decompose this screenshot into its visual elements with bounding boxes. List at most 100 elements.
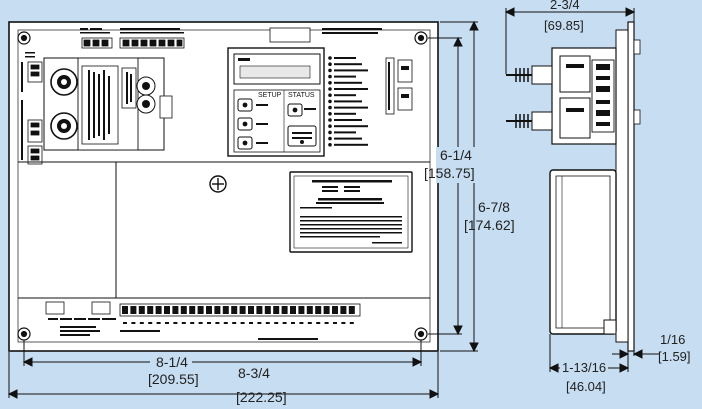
dim-overall-width-in: 8-3/4	[238, 365, 270, 381]
status-led-label-3	[334, 69, 368, 72]
terminal-number-11	[207, 322, 211, 324]
terminal-19	[273, 306, 280, 314]
terminal-number-12	[215, 322, 220, 324]
status-led-14	[328, 136, 332, 141]
status-led-13	[328, 130, 332, 135]
terminal-number-18	[265, 322, 270, 324]
terminal-4	[147, 306, 154, 314]
terminal-11	[206, 306, 212, 314]
dim-depth-in: 2-3/4	[550, 0, 580, 12]
status-led-10	[328, 112, 332, 116]
terminal-number-25	[324, 322, 329, 324]
terminal-12	[214, 306, 221, 314]
terminal-number-15	[240, 322, 245, 324]
terminal-number-16	[249, 322, 253, 324]
status-led-label-4	[334, 75, 356, 78]
panel-screw	[209, 175, 227, 193]
terminal-15	[239, 306, 246, 314]
terminal-7	[172, 306, 179, 314]
status-led-9	[328, 105, 332, 110]
terminal-2	[130, 306, 137, 314]
terminal-block	[122, 306, 355, 324]
side-fuse-caps	[531, 65, 553, 131]
dim-base-in: 1-13/16	[562, 360, 606, 375]
side-mounting-plate	[627, 21, 635, 352]
terminal-9	[189, 306, 196, 314]
dim-plate-in: 1/16	[660, 332, 685, 347]
terminal-number-13	[223, 322, 228, 324]
status-led-label-11	[334, 119, 362, 121]
dim-base-mm: [46.04]	[566, 379, 606, 394]
terminal-13	[222, 306, 229, 314]
dim-mounting-width-in: 8-1/4	[156, 354, 188, 370]
display-panel: SETUP STATUS	[227, 47, 325, 157]
front-dimensions	[7, 20, 479, 399]
terminal-number-1	[123, 322, 127, 324]
terminal-23	[306, 306, 313, 314]
terminal-number-26	[333, 322, 337, 324]
mounting-holes	[17, 31, 428, 341]
status-led-label-15	[334, 143, 368, 146]
terminal-26	[332, 306, 338, 314]
side-lower-housing	[549, 169, 617, 335]
terminal-1	[122, 306, 128, 314]
status-led-3	[328, 68, 332, 73]
front-view: SETUP STATUS	[8, 21, 439, 352]
terminal-number-2	[131, 322, 136, 324]
terminal-number-27	[341, 322, 346, 324]
status-led-2	[328, 62, 332, 66]
terminal-8	[180, 306, 187, 314]
terminal-number-22	[299, 322, 304, 324]
terminal-number-8	[181, 322, 186, 324]
side-view	[506, 21, 641, 352]
terminal-number-28	[349, 322, 354, 324]
terminal-number-24	[316, 322, 321, 324]
dim-mounting-height-mm: [158.75]	[424, 165, 475, 181]
status-led-1	[328, 56, 332, 60]
terminal-17	[256, 306, 263, 314]
terminal-25	[323, 306, 330, 314]
status-led-8	[328, 99, 332, 104]
terminal-number-5	[156, 322, 161, 324]
terminal-20	[281, 306, 288, 314]
terminal-number-19	[274, 322, 279, 324]
status-led-6	[328, 87, 332, 91]
terminal-number-20	[282, 322, 287, 324]
terminal-number-9	[190, 322, 195, 324]
status-led-15	[328, 143, 332, 147]
front-dimension-labels: 6-1/4 [158.75] 6-7/8 [174.62] 8-1/4 [209…	[148, 147, 528, 405]
terminal-16	[248, 306, 254, 314]
terminal-number-21	[291, 322, 295, 324]
status-led-label-14	[334, 137, 362, 140]
terminal-3	[138, 306, 145, 314]
terminal-number-3	[139, 322, 144, 324]
status-button-2[interactable]	[287, 125, 317, 147]
terminal-number-4	[148, 322, 153, 324]
status-led-label-7	[334, 94, 356, 97]
status-led-12	[328, 124, 332, 128]
status-led-label-8	[334, 100, 362, 103]
status-led-4	[328, 74, 332, 79]
dim-overall-height-mm: [174.62]	[464, 217, 515, 233]
enclosure-outline	[17, 29, 431, 343]
warning-label	[289, 171, 413, 253]
terminal-number-10	[198, 322, 203, 324]
status-led-label-2	[334, 63, 362, 66]
terminal-6	[164, 306, 170, 314]
left-terminal-strip	[27, 61, 43, 165]
status-led-5	[328, 81, 332, 85]
terminal-27	[340, 306, 347, 314]
terminal-24	[315, 306, 322, 314]
status-led-label-9	[334, 106, 368, 109]
side-dimension-labels: 2-3/4 [69.85] 1-13/16 [46.04] 1/16 [1.59…	[544, 0, 691, 394]
dim-depth-mm: [69.85]	[544, 18, 584, 33]
top-connector-blocks	[81, 27, 311, 49]
dim-overall-width-mm: [222.25]	[236, 389, 287, 405]
status-led-list	[328, 56, 368, 147]
dim-overall-height-in: 6-7/8	[478, 199, 510, 215]
terminal-22	[298, 306, 305, 314]
terminal-number-6	[165, 322, 169, 324]
status-led-label-10	[334, 112, 356, 115]
terminal-number-23	[307, 322, 312, 324]
